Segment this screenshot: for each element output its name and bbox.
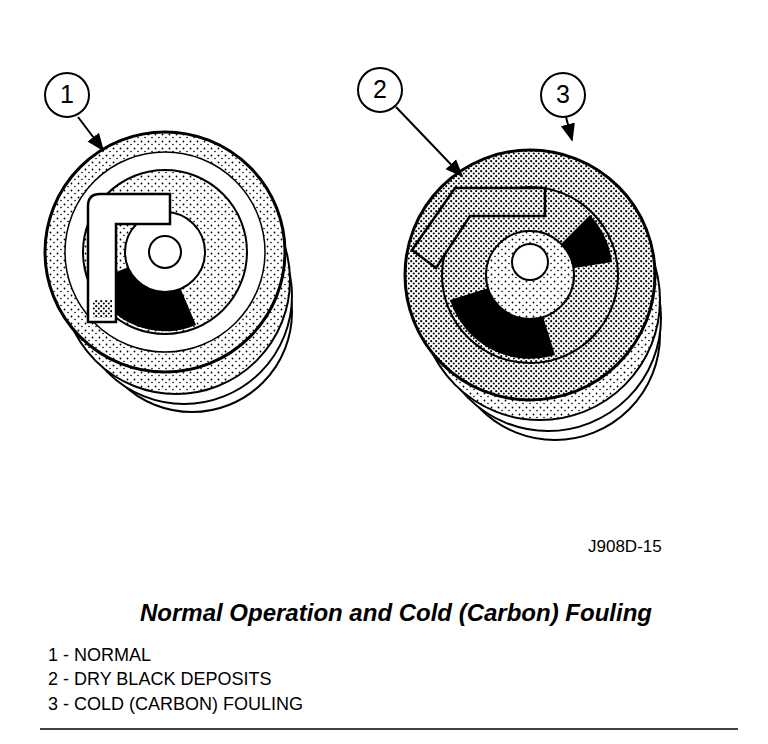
- center-electrode: [512, 244, 548, 280]
- rule-line: [40, 728, 738, 730]
- leader-line: [566, 117, 572, 140]
- electrode-deposit: [93, 300, 112, 318]
- callout-number: 2: [358, 68, 402, 112]
- plug-shell: [405, 150, 655, 400]
- shell-ring: [65, 152, 265, 352]
- callout-circle: [45, 73, 89, 117]
- legend-line: 3 - COLD (CARBON) FOULING: [48, 695, 303, 715]
- insulator: [486, 231, 574, 319]
- ground-electrode: [88, 194, 170, 322]
- fouled-spark-plug: [405, 150, 661, 440]
- callout-circle: [541, 73, 585, 117]
- plug-shell: [45, 132, 285, 372]
- leader-line: [396, 107, 462, 176]
- center-electrode: [149, 236, 181, 268]
- callout-number: 3: [541, 73, 585, 117]
- normal-spark-plug: [45, 132, 292, 412]
- plug-bore: [83, 170, 247, 334]
- callout-number: 1: [45, 73, 89, 117]
- ground-electrode: [412, 188, 545, 268]
- figure-caption: Normal Operation and Cold (Carbon) Fouli…: [140, 600, 652, 626]
- figure-code: J908D-15: [588, 538, 662, 557]
- legend-line: 1 - NORMAL: [48, 646, 151, 666]
- leader-line: [78, 117, 103, 150]
- callout-circle: [358, 68, 402, 112]
- legend-line: 2 - DRY BLACK DEPOSITS: [48, 670, 271, 690]
